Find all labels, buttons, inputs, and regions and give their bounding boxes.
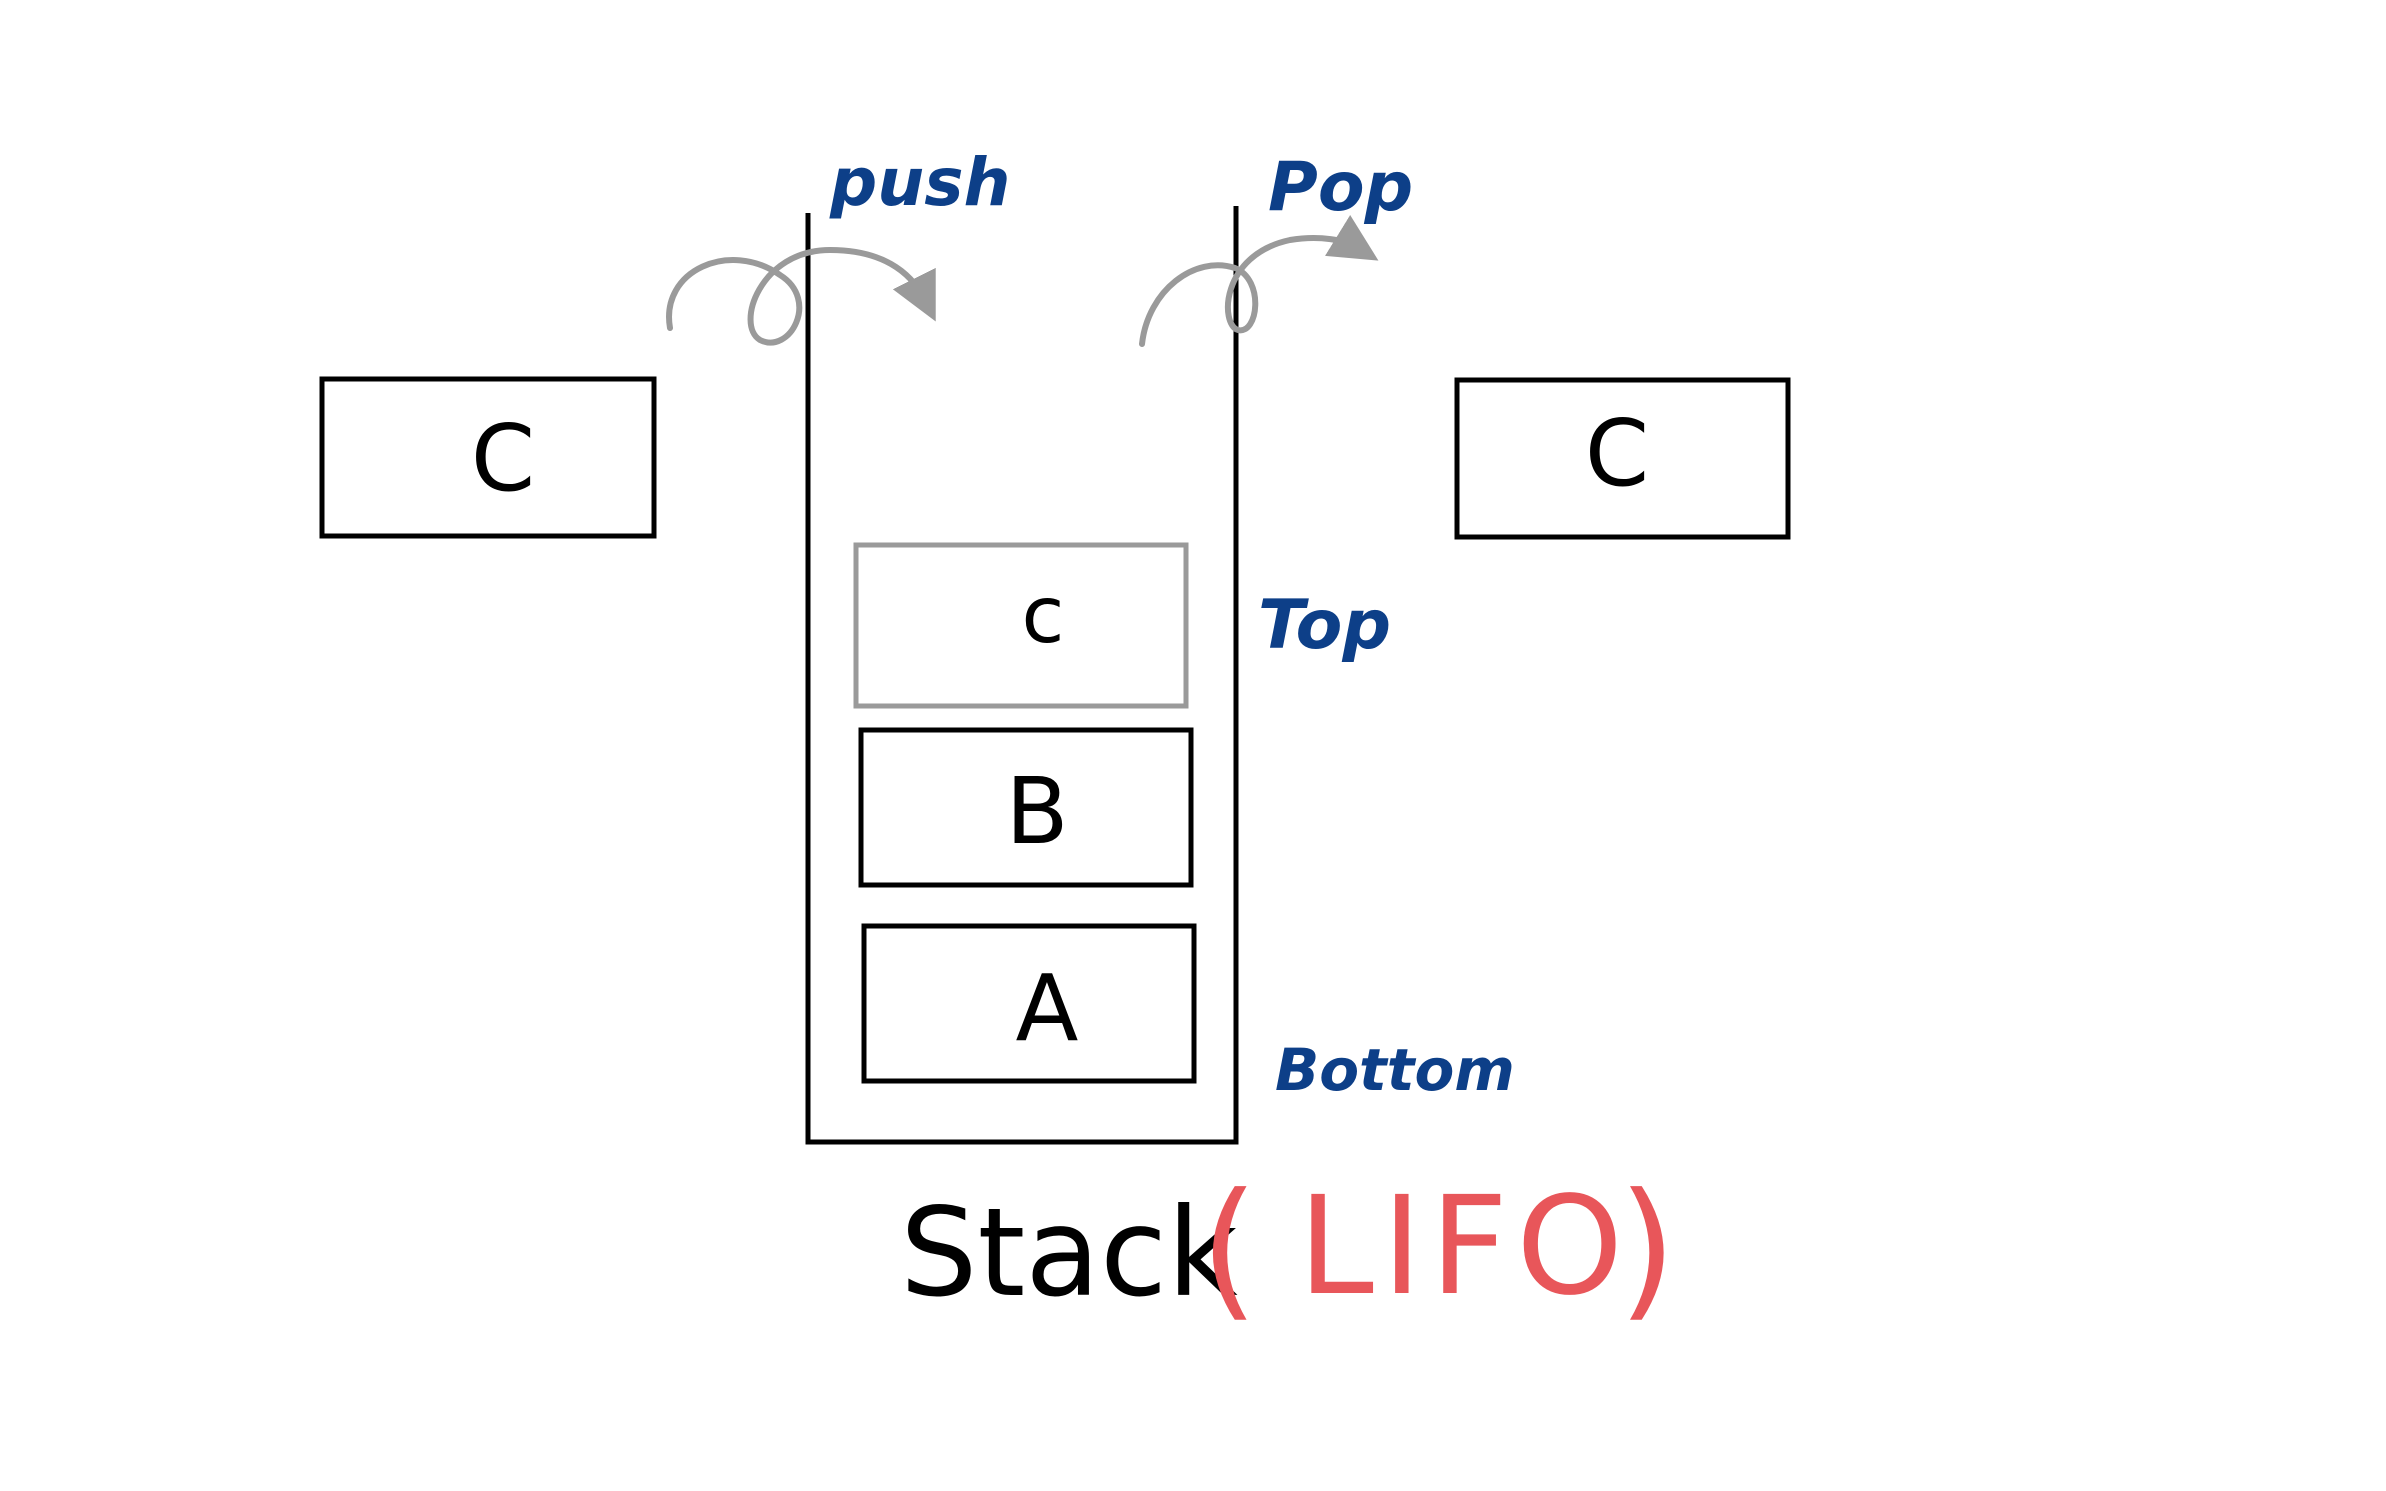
bottom-label: Bottom: [1275, 1036, 1515, 1104]
stack-item-bottom-label: A: [1016, 955, 1079, 1062]
stack-item-top: c: [853, 542, 1189, 709]
title-lifo: LIFO: [1298, 1168, 1631, 1326]
title-stack: Stack: [900, 1182, 1238, 1324]
outgoing-item: C: [1454, 377, 1791, 540]
top-label: Top: [1258, 586, 1391, 665]
push-arrow: [666, 246, 936, 346]
incoming-item-label: C: [471, 405, 535, 512]
incoming-item-box: [319, 376, 657, 539]
title-paren-close: ): [1618, 1162, 1677, 1336]
stack-item-middle: B: [858, 727, 1194, 888]
diagram-title: Stack ( LIFO ): [900, 1162, 1677, 1336]
title-paren-open: (: [1200, 1162, 1259, 1336]
outgoing-item-label: C: [1585, 400, 1649, 507]
stack-item-top-label: c: [1022, 571, 1065, 661]
incoming-item: C: [319, 376, 657, 539]
stack-item-top-box: [853, 542, 1189, 709]
pop-arrow: [1139, 214, 1379, 347]
push-label: push: [829, 144, 1011, 221]
stack-item-bottom: A: [861, 923, 1197, 1084]
stack-item-middle-box: [858, 727, 1194, 888]
pop-label: Pop: [1268, 148, 1413, 227]
outgoing-item-box: [1454, 377, 1791, 540]
stack-item-bottom-box: [861, 923, 1197, 1084]
stack-item-middle-label: B: [1005, 758, 1068, 865]
stack-container: [805, 206, 1239, 1145]
